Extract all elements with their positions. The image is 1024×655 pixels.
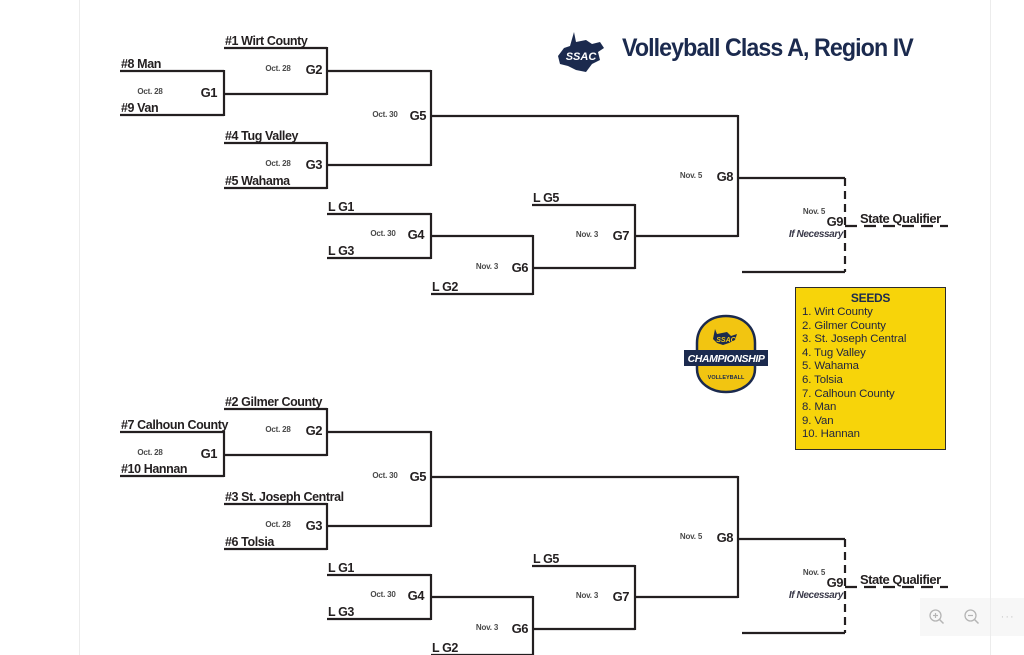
game-date: Oct. 28 (265, 425, 291, 434)
game-label: G6 (512, 621, 529, 636)
game-date: Nov. 3 (476, 262, 499, 271)
game-date: Oct. 28 (265, 64, 291, 73)
game-label: G7 (613, 228, 630, 243)
game-date: Nov. 3 (576, 591, 599, 600)
game-label: G3 (306, 157, 323, 172)
game-date: Nov. 5 (680, 532, 703, 541)
game-label: G3 (306, 518, 323, 533)
team-slot: #2 Gilmer County (225, 395, 323, 409)
zoom-out-icon (964, 609, 980, 625)
team-slot: L G5 (533, 191, 559, 205)
seeds-box: SEEDS 1. Wirt County 2. Gilmer County 3.… (795, 287, 946, 450)
seed-item: 4. Tug Valley (802, 346, 866, 359)
game-date: Oct. 28 (137, 448, 163, 457)
state-qualifier-label: State Qualifier (860, 211, 941, 226)
champ-logo-sport: VOLLEYBALL (708, 375, 745, 381)
game-date: Oct. 28 (137, 87, 163, 96)
game-label: G8 (717, 169, 734, 184)
more-icon: ··· (1000, 611, 1015, 623)
team-slot: L G2 (432, 641, 458, 655)
team-slot: L G2 (432, 280, 458, 294)
game-date: Oct. 30 (372, 471, 398, 480)
game-date: Nov. 5 (803, 568, 826, 577)
team-slot: L G1 (328, 200, 354, 214)
game-label: G4 (408, 227, 426, 242)
more-button[interactable]: ··· (989, 598, 1024, 636)
page-right-edge (990, 0, 991, 655)
seed-item: 7. Calhoun County (802, 387, 895, 400)
champ-logo-org: SSAC (716, 337, 736, 344)
game-date: Oct. 28 (265, 520, 291, 529)
champ-logo-banner: CHAMPIONSHIP (688, 353, 766, 365)
championship-logo: SSAC CHAMPIONSHIP VOLLEYBALL (684, 314, 768, 394)
game-label: G6 (512, 260, 529, 275)
team-slot: L G5 (533, 552, 559, 566)
seed-item: 10. Hannan (802, 428, 860, 441)
seeds-title: SEEDS (850, 291, 891, 305)
team-slot: L G1 (328, 561, 354, 575)
if-necessary-note: If Necessary (789, 590, 844, 601)
game-date: Oct. 30 (370, 590, 396, 599)
game-label: G2 (306, 62, 323, 77)
zoom-out-button[interactable] (955, 598, 990, 636)
team-slot: L G3 (328, 605, 354, 619)
seed-item: 5. Wahama (802, 360, 859, 373)
team-slot: #4 Tug Valley (225, 129, 299, 143)
if-necessary-note: If Necessary (789, 229, 844, 240)
page-left-edge (79, 0, 80, 655)
game-date: Nov. 3 (476, 623, 499, 632)
team-slot: #5 Wahama (225, 174, 291, 188)
game-date: Nov. 3 (576, 230, 599, 239)
game-label: G5 (410, 108, 427, 123)
game-date: Oct. 30 (370, 229, 396, 238)
seeds-list: 1. Wirt County 2. Gilmer County 3. St. J… (802, 306, 945, 442)
team-slot: #6 Tolsia (225, 535, 275, 549)
game-label: G7 (613, 589, 630, 604)
ssac-logo: SSAC (558, 32, 604, 72)
seed-item: 6. Tolsia (802, 373, 843, 386)
qualifier-label-bg (858, 573, 938, 585)
team-slot: #8 Man (121, 57, 161, 71)
zoom-in-button[interactable] (920, 598, 955, 636)
team-slot: #9 Van (121, 101, 158, 115)
viewer-toolbar: ··· (920, 598, 1024, 636)
game-label: G4 (408, 588, 426, 603)
game-date: Nov. 5 (680, 171, 703, 180)
team-slot: #1 Wirt County (225, 34, 308, 48)
game-date: Oct. 30 (372, 110, 398, 119)
seed-item: 3. St. Joseph Central (802, 333, 907, 346)
team-slot: L G3 (328, 244, 354, 258)
game-label: G8 (717, 530, 734, 545)
game-date: Nov. 5 (803, 207, 826, 216)
seed-item: 8. Man (802, 401, 837, 414)
team-slot: #7 Calhoun County (121, 418, 229, 432)
game-label: G2 (306, 423, 323, 438)
game-date: Oct. 28 (265, 159, 291, 168)
toolbar-divider (990, 598, 991, 636)
seed-item: 2. Gilmer County (802, 319, 886, 332)
game-label: G9 (827, 214, 844, 229)
game-label: G1 (201, 446, 218, 461)
seed-item: 1. Wirt County (802, 306, 873, 318)
game-label: G5 (410, 469, 427, 484)
game-label: G9 (827, 575, 844, 590)
team-slot: #3 St. Joseph Central (225, 490, 344, 504)
game-label: G1 (201, 85, 218, 100)
seed-item: 9. Van (802, 414, 834, 427)
zoom-in-icon (929, 609, 945, 625)
team-slot: #10 Hannan (121, 462, 187, 476)
state-qualifier-label: State Qualifier (860, 572, 941, 587)
qualifier-label-bg (858, 212, 938, 224)
page-title: Volleyball Class A, Region IV (622, 34, 914, 62)
ssac-logo-text: SSAC (566, 51, 598, 63)
